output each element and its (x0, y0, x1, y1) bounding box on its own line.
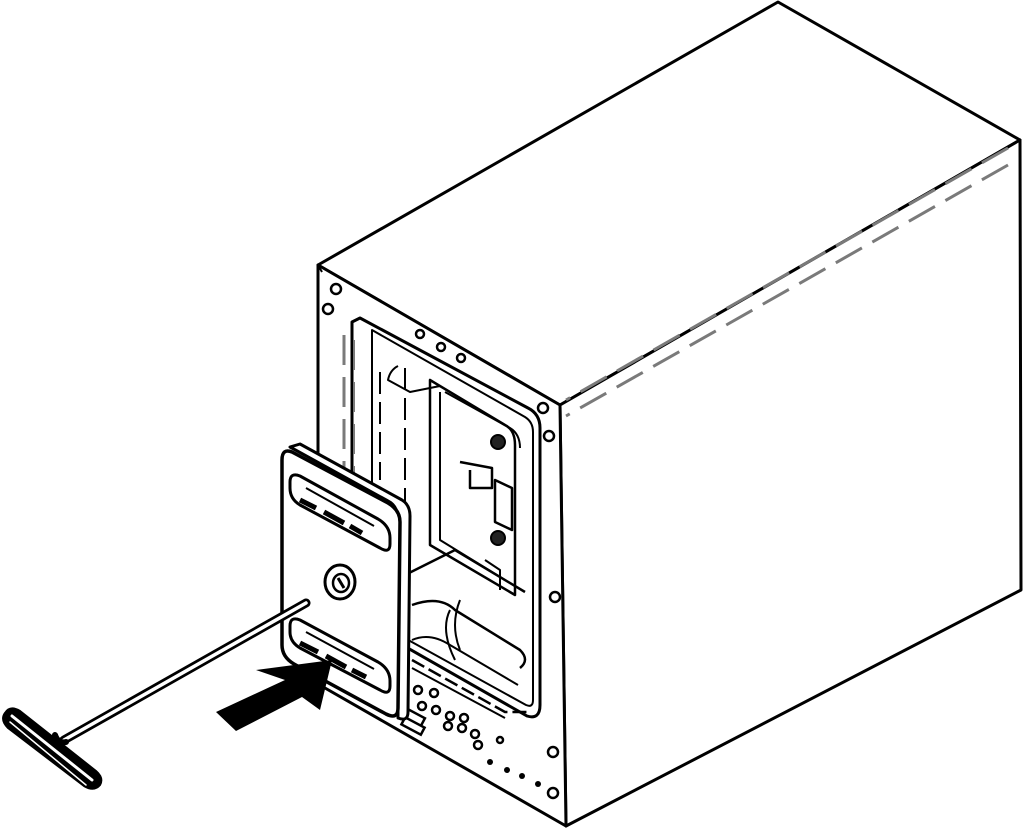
drive-tray-panel (280, 442, 412, 721)
insert-direction-arrow (216, 660, 332, 731)
status-dots (487, 759, 541, 787)
front-frame-holes (321, 282, 562, 800)
hex-key-tool (2, 598, 311, 790)
port-holes (412, 684, 505, 751)
tray-lock (323, 563, 357, 601)
cage-screws (490, 434, 506, 546)
hidden-lines (565, 146, 1009, 418)
